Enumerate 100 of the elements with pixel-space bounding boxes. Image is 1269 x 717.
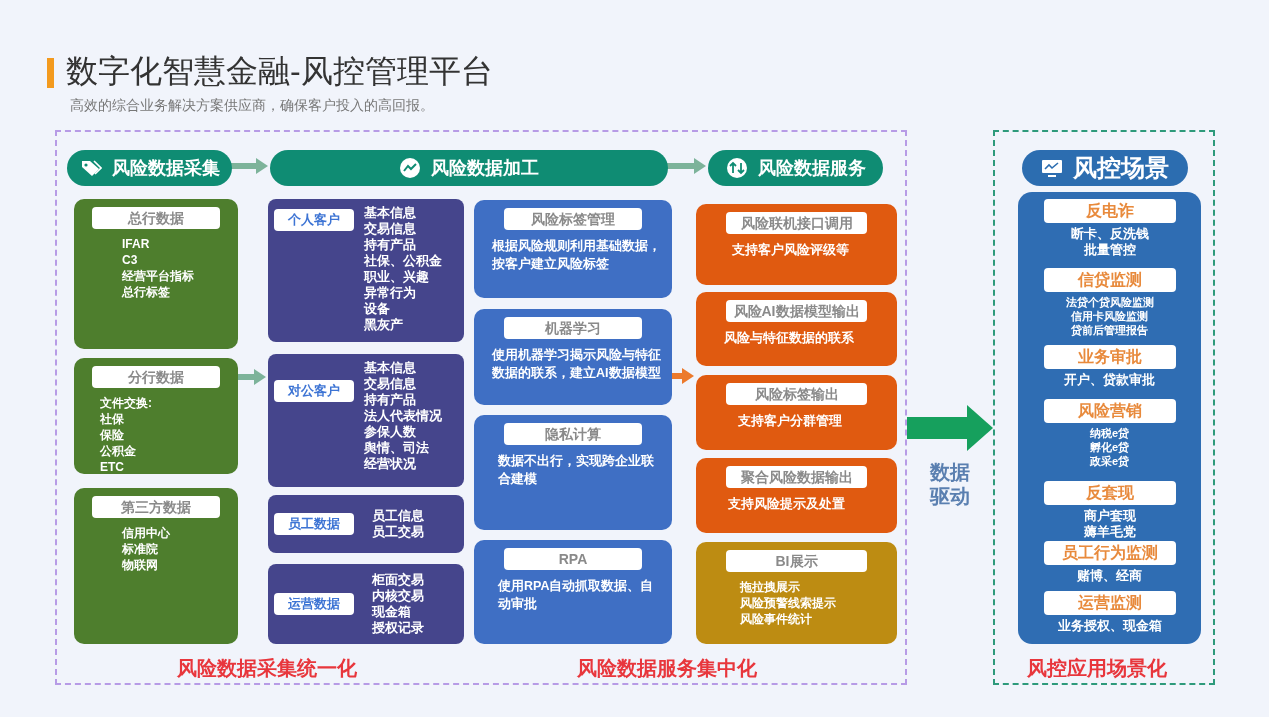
list-item: 异常行为 [364,285,417,301]
scenario-detail: 贷前后管理报告 [1070,323,1149,337]
list-item: 持有产品 [364,392,417,408]
list-item: 职业、兴趣 [364,269,430,285]
stage-title: 风险数据加工 [431,157,539,180]
card-heading: 风险标签输出 [726,383,867,405]
stage-pill [67,150,232,186]
data-card [268,495,464,553]
stage-title: 风险数据服务 [757,157,866,180]
scenario-detail: 批量管控 [1082,242,1137,258]
card-heading: 员工数据 [274,513,354,535]
card-heading: 风险标签管理 [503,208,643,230]
list-item: 参保人数 [364,424,417,440]
list-item: 风险预警线索提示 [739,595,837,611]
description-text: 根据风险规则利用基础数据，按客户建立风险标签 [490,238,662,273]
process-card [474,200,672,298]
scenario-heading: 反套现 [1043,481,1176,505]
dashed-frame [55,130,907,685]
process-card [696,375,897,450]
card-heading: RPA [503,548,643,570]
scenario-heading: 风险营销 [1043,399,1176,423]
subtitle: 高效的综合业务解决方案供应商，确保客户投入的高回报。 [70,97,434,115]
list-item: 员工信息 [372,508,424,524]
scenario-heading: 信贷监测 [1043,268,1176,292]
scenario-detail: 法贷个贷风险监测 [1064,295,1155,309]
process-card [696,458,897,533]
stage-title: 风险数据采集 [111,157,220,180]
scenario-detail: 政采e贷 [1088,454,1131,468]
card-heading: 个人客户 [274,209,354,231]
card-heading: 总行数据 [92,207,220,229]
stage-title: 风控场景 [1073,153,1169,183]
dashed-frame [993,130,1215,685]
card-heading: 隐私计算 [503,423,643,445]
list-item: 交易信息 [364,221,417,237]
edge-label: 数据驱动 [928,460,972,508]
list-item: 基本信息 [364,205,417,221]
scenario-detail: 赌博、经商 [1076,568,1143,584]
section-caption: 风险数据服务集中化 [577,656,757,681]
card-heading: 运营数据 [274,593,354,615]
list-item: 保险 [99,427,125,443]
scenario-detail: 孵化e贷 [1088,440,1131,454]
description-text: 支持客户分群管理 [737,412,843,430]
description-text: 风险与特征数据的联系 [723,330,855,347]
list-item: 柜面交易 [372,572,424,588]
list-item: 内核交易 [372,588,424,604]
scenario-detail: 薅羊毛党 [1082,524,1137,540]
card-heading: 机器学习 [503,317,643,339]
list-item: 黑灰产 [364,317,404,333]
list-item: 社保、公积金 [364,253,442,269]
scenario-detail: 断卡、反洗钱 [1069,226,1150,242]
description-text: 支持风险提示及处置 [727,496,846,513]
list-item: 社保 [99,411,125,427]
list-item: 舆情、司法 [364,440,430,456]
scenario-detail: 开户、贷款审批 [1063,372,1156,388]
card-heading: 对公客户 [274,380,354,402]
process-card [696,542,897,644]
scenario-detail: 业务授权、现金箱 [1056,618,1163,634]
card-heading: BI展示 [726,550,867,572]
data-card [268,199,464,342]
list-item: 风险事件统计 [739,611,813,627]
stage-pill [708,150,883,186]
scenario-detail: 商户套现 [1082,508,1137,524]
list-item: 文件交换: [99,395,153,411]
card-heading: 聚合风险数据输出 [726,466,867,488]
card-heading: 分行数据 [92,366,220,388]
stage-pill [270,150,668,186]
section-caption: 风险数据采集统一化 [177,656,357,681]
process-card [696,292,897,366]
scenario-heading: 业务审批 [1043,345,1176,369]
process-card [74,488,238,644]
list-item: 拖拉拽展示 [739,579,801,595]
list-item: 授权记录 [372,620,424,636]
page-title: 数字化智慧金融-风控管理平台 [66,52,493,91]
scenario-detail: 信用卡风险监测 [1070,309,1149,323]
list-item: 经营状况 [364,456,417,472]
card-heading: 风险联机接口调用 [726,212,867,234]
process-card [474,309,672,405]
list-item: C3 [121,252,139,268]
list-item: 信用中心 [120,525,171,541]
description-text: 使用RPA自动抓取数据、自动审批 [496,578,655,613]
list-item: ETC [99,459,125,475]
list-item: 法人代表情况 [364,408,442,424]
scenario-detail: 纳税e贷 [1088,426,1131,440]
process-card [74,199,238,349]
description-text: 数据不出行，实现跨企业联合建模 [497,453,655,488]
process-card [696,204,897,285]
list-item: 员工交易 [372,524,424,540]
data-card [268,564,464,644]
description-text: 支持客户风险评级等 [731,241,850,259]
data-card [268,354,464,487]
list-item: 现金箱 [372,604,412,620]
list-item: 持有产品 [364,237,417,253]
process-card [74,358,238,474]
card-heading: 第三方数据 [92,496,220,518]
stage-pill [1022,150,1188,186]
list-item: 总行标签 [120,284,171,300]
scenario-panel [1018,192,1201,644]
list-item: 交易信息 [364,376,417,392]
section-caption: 风控应用场景化 [1027,656,1167,681]
list-item: 基本信息 [364,360,417,376]
